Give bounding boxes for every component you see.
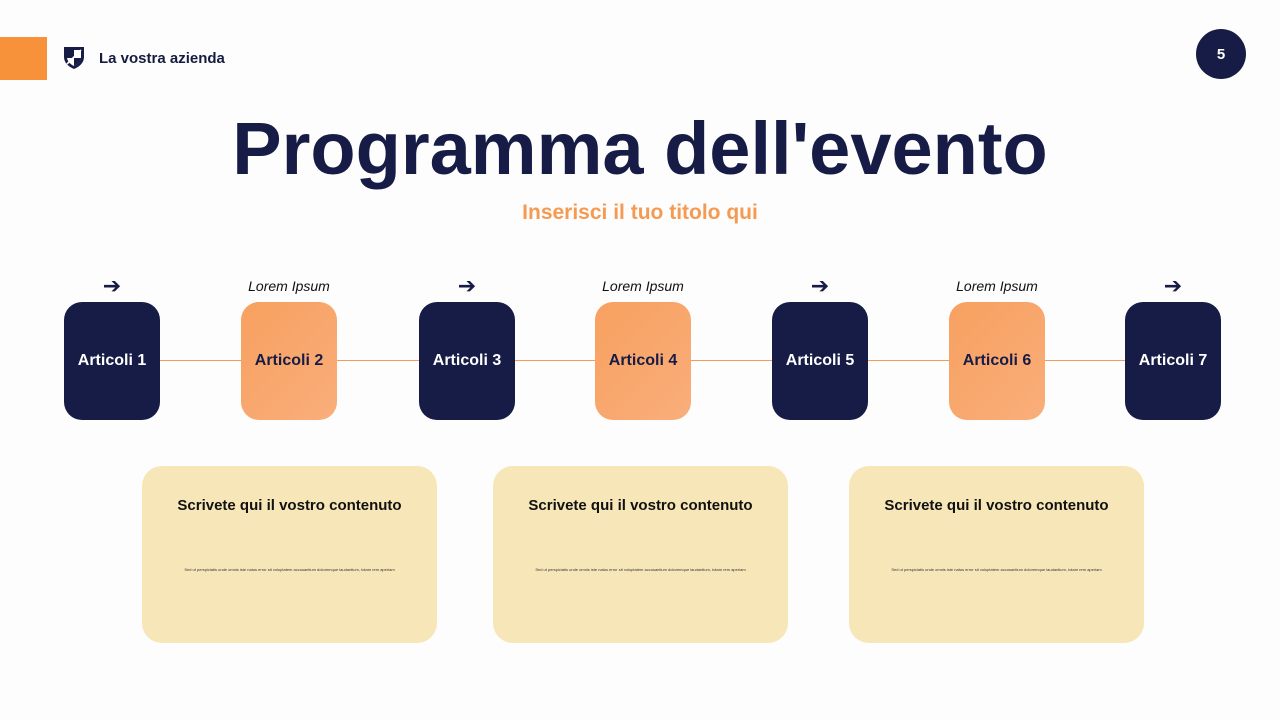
page-title: Programma dell'evento xyxy=(232,107,1048,190)
content-card: Scrivete qui il vostro contenuto Sed ut … xyxy=(849,466,1144,643)
timeline-step: Lorem Ipsum Articoli 6 xyxy=(907,270,1087,430)
step-box: Articoli 6 xyxy=(949,302,1045,420)
step-box: Articoli 3 xyxy=(419,302,515,420)
company-name: La vostra azienda xyxy=(99,49,225,67)
timeline-step: Lorem Ipsum Articoli 4 xyxy=(553,270,733,430)
page-subtitle: Inserisci il tuo titolo qui xyxy=(522,201,758,224)
card-title: Scrivete qui il vostro contenuto xyxy=(177,497,402,514)
arrow-right-icon: ➔ xyxy=(810,273,830,298)
timeline-step: ➔ Articoli 3 xyxy=(377,270,557,430)
step-box: Articoli 7 xyxy=(1125,302,1221,420)
arrow-right-icon: ➔ xyxy=(457,273,477,298)
step-marker: Lorem Ipsum xyxy=(907,274,1087,298)
card-body: Sed ut perspiciatis unde omnis iste natu… xyxy=(184,567,395,572)
card-body: Sed ut perspiciatis unde omnis iste natu… xyxy=(535,567,746,572)
timeline-step: Lorem Ipsum Articoli 2 xyxy=(199,270,379,430)
step-marker: ➔ xyxy=(377,274,557,298)
card-body: Sed ut perspiciatis unde omnis iste natu… xyxy=(891,567,1102,572)
step-marker: ➔ xyxy=(1083,274,1263,298)
timeline-step: ➔ Articoli 7 xyxy=(1083,270,1263,430)
timeline-step: ➔ Articoli 1 xyxy=(22,270,202,430)
step-caption: Lorem Ipsum xyxy=(248,278,330,294)
step-marker: ➔ xyxy=(22,274,202,298)
accent-square xyxy=(0,37,47,80)
step-box: Articoli 1 xyxy=(64,302,160,420)
card-title: Scrivete qui il vostro contenuto xyxy=(884,497,1109,514)
step-box: Articoli 5 xyxy=(772,302,868,420)
step-caption: Lorem Ipsum xyxy=(956,278,1038,294)
arrow-right-icon: ➔ xyxy=(102,273,122,298)
step-marker: Lorem Ipsum xyxy=(553,274,733,298)
step-marker: ➔ xyxy=(730,274,910,298)
step-marker: Lorem Ipsum xyxy=(199,274,379,298)
page-number-badge: 5 xyxy=(1196,29,1246,79)
card-title: Scrivete qui il vostro contenuto xyxy=(528,497,753,514)
content-card: Scrivete qui il vostro contenuto Sed ut … xyxy=(493,466,788,643)
step-box: Articoli 2 xyxy=(241,302,337,420)
brand: La vostra azienda xyxy=(63,46,225,70)
step-caption: Lorem Ipsum xyxy=(602,278,684,294)
content-card: Scrivete qui il vostro contenuto Sed ut … xyxy=(142,466,437,643)
arrow-right-icon: ➔ xyxy=(1163,273,1183,298)
shield-icon xyxy=(64,47,84,69)
timeline-step: ➔ Articoli 5 xyxy=(730,270,910,430)
step-box: Articoli 4 xyxy=(595,302,691,420)
